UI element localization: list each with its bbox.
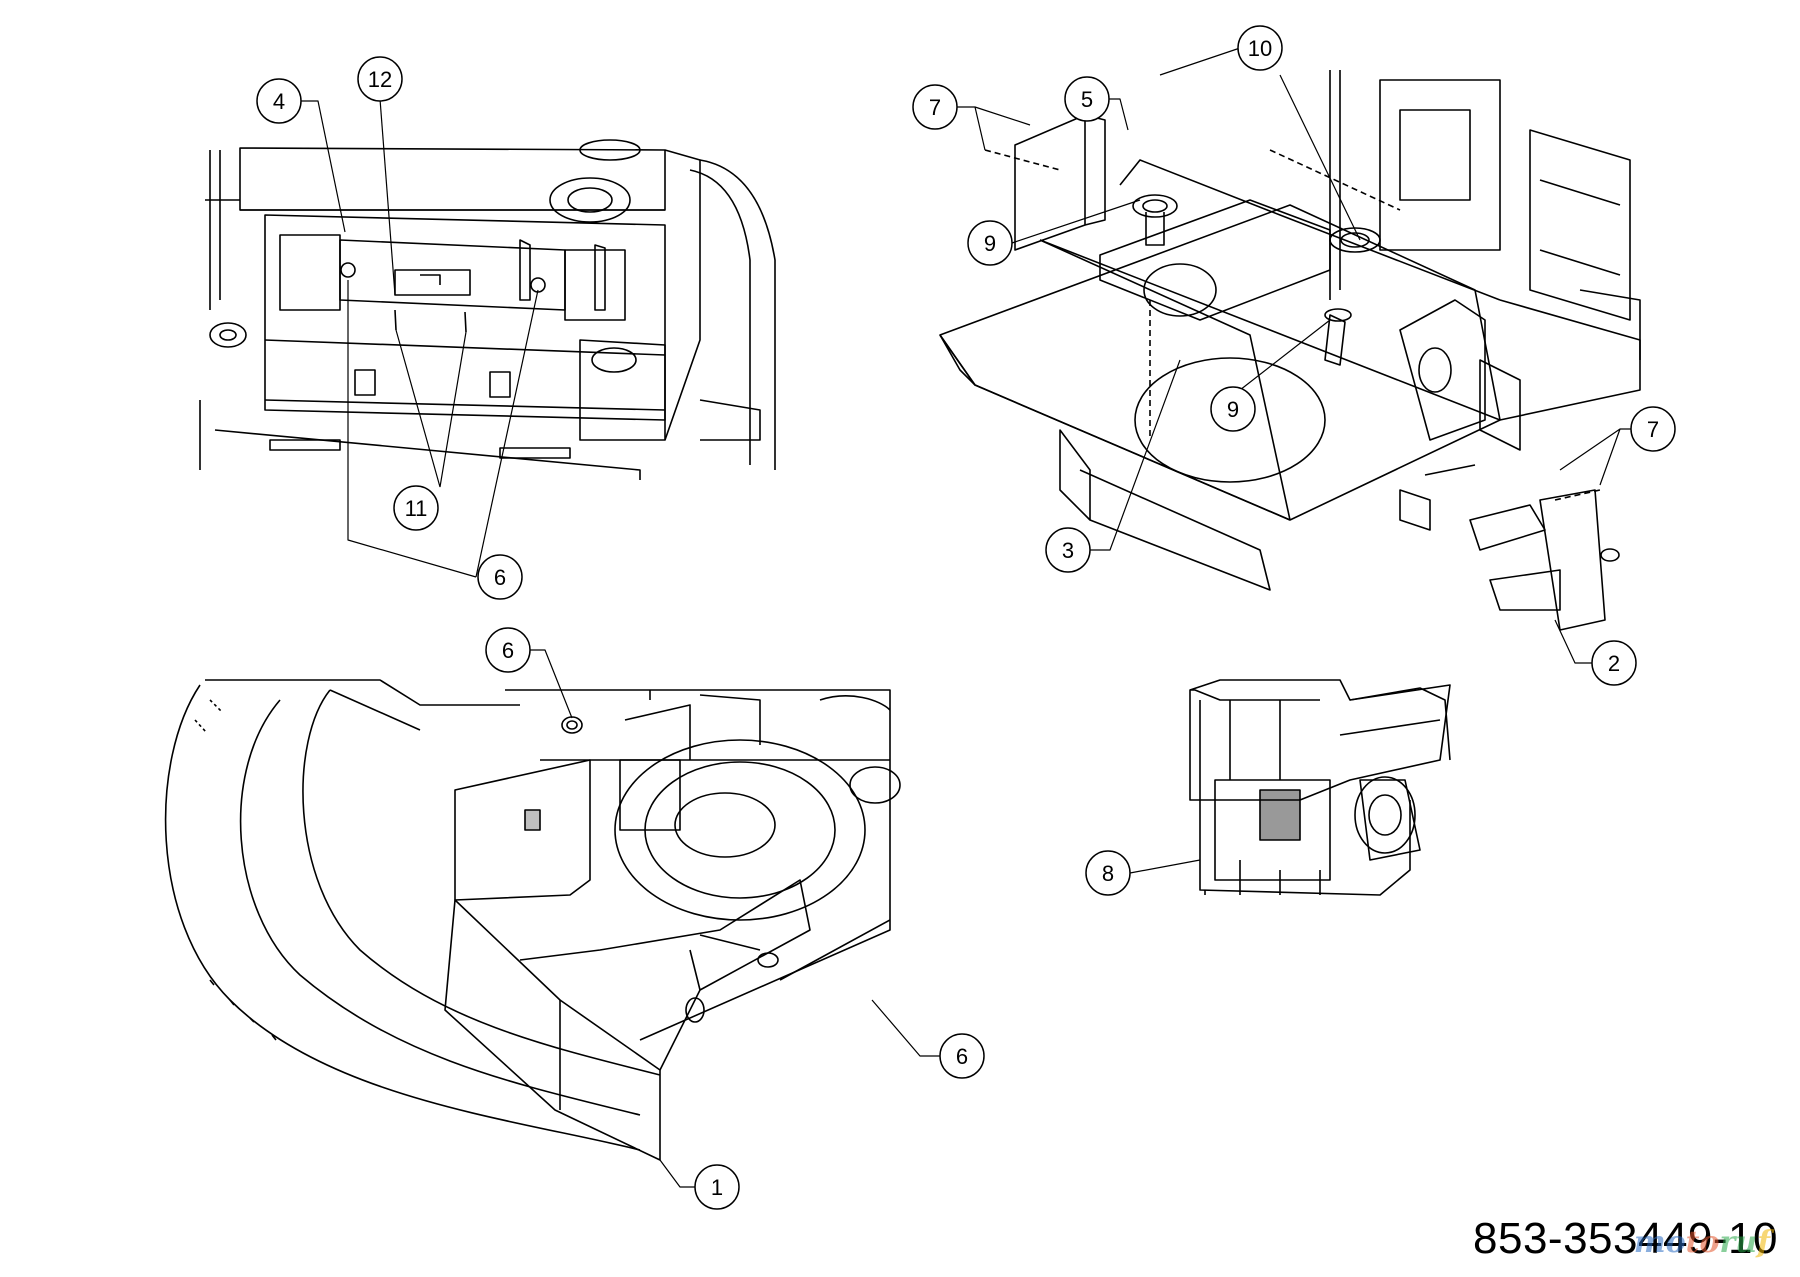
callout-10: 10	[1237, 25, 1283, 71]
svg-text:9: 9	[984, 231, 996, 256]
svg-text:8: 8	[1102, 861, 1114, 886]
svg-text:4: 4	[273, 89, 285, 114]
svg-text:9: 9	[1227, 397, 1239, 422]
svg-text:11: 11	[405, 496, 428, 521]
callout-11: 11	[393, 485, 439, 531]
callout-2: 2	[1591, 640, 1637, 686]
callout-9-top: 9	[967, 220, 1013, 266]
callout-12: 12	[357, 56, 403, 102]
view-bottom-right-engine	[1189, 679, 1451, 896]
callout-6-top: 6	[477, 554, 523, 600]
svg-text:3: 3	[1062, 538, 1074, 563]
view-top-left-frame	[199, 139, 776, 481]
svg-text:7: 7	[1647, 417, 1659, 442]
svg-text:1: 1	[711, 1175, 723, 1200]
callout-4: 4	[256, 78, 302, 124]
svg-text:2: 2	[1608, 651, 1620, 676]
watermark-logo: motoruf	[1633, 1225, 1770, 1260]
svg-text:10: 10	[1248, 36, 1272, 61]
callout-8: 8	[1085, 850, 1131, 896]
svg-text:7: 7	[929, 95, 941, 120]
callout-1: 1	[694, 1164, 740, 1210]
svg-text:6: 6	[502, 638, 514, 663]
callout-9-mid: 9	[1210, 386, 1256, 432]
callout-3: 3	[1045, 527, 1091, 573]
callout-6-bottom-b: 6	[939, 1033, 985, 1079]
leader-lines	[301, 47, 1631, 1188]
view-bottom-left-bracket	[164, 679, 901, 1161]
svg-text:6: 6	[494, 565, 506, 590]
view-top-right-chassis	[939, 70, 1641, 631]
callout-7-right: 7	[1630, 406, 1676, 452]
callout-6-bottom-a: 6	[485, 627, 531, 673]
callout-7-left: 7	[912, 84, 958, 130]
drawing-part-number: 853-353449-10	[1473, 1214, 1778, 1263]
callout-5: 5	[1064, 76, 1110, 122]
svg-text:12: 12	[368, 67, 392, 92]
svg-text:6: 6	[956, 1044, 968, 1069]
svg-text:5: 5	[1081, 87, 1093, 112]
